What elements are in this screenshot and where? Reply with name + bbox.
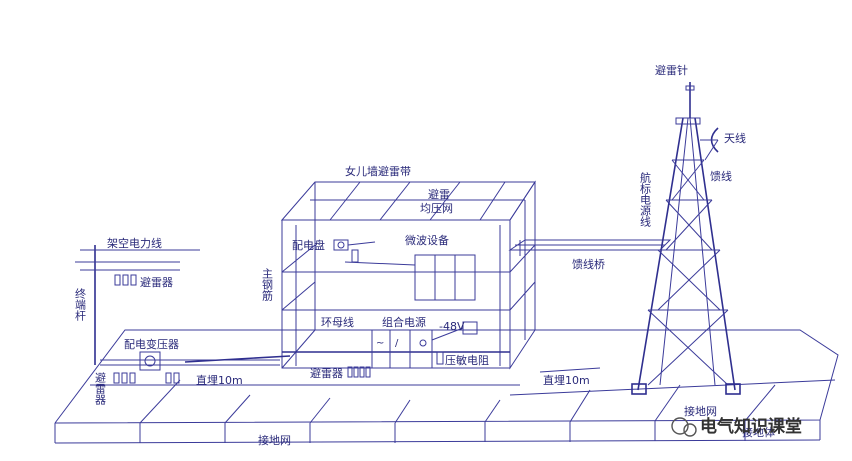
main-rebar-label: 主钢筋 (261, 268, 274, 302)
lightning-rod-label: 避雷针 (655, 63, 688, 77)
parapet-belt-label: 女儿墙避雷带 (345, 164, 411, 178)
distribution-board-label: 配电盘 (292, 238, 325, 252)
arrester-pole-label: 避雷器 (140, 275, 173, 289)
building (280, 180, 536, 370)
indoor-arrester-label: 避雷器 (310, 366, 343, 380)
feeder-label: 馈线 (710, 169, 732, 183)
svg-text:~: ~ (376, 338, 384, 349)
grounding-body-label: 接地体 (742, 425, 775, 439)
roof-net-label-1: 避雷 (428, 187, 450, 201)
ring-bus-label: 环母线 (321, 315, 354, 329)
wechat-logo-icon (671, 417, 697, 437)
communication-tower (631, 82, 741, 395)
ground-slab (54, 329, 839, 444)
buried-left-label: 直埋10m (196, 373, 243, 387)
svg-text:/: / (395, 338, 399, 349)
grounding-grid-bottom-label: 接地网 (258, 434, 291, 447)
watermark-text: 电气知识课堂 (700, 416, 802, 437)
antenna-label: 天线 (724, 131, 746, 145)
distribution-transformer-label: 配电变压器 (124, 337, 179, 351)
indoor-arrester-blocks (347, 366, 371, 378)
arrester-left-label: 避雷器 (94, 371, 107, 406)
feeder-bridge-label: 馈线桥 (572, 257, 605, 271)
buried-right-label: 直埋10m (543, 373, 590, 387)
roof-net-label-2: 均压网 (420, 202, 453, 215)
watermark: 电气知识课堂 (671, 416, 802, 437)
feeder-bridge-drawing (508, 239, 672, 260)
power-line-and-pole (75, 245, 601, 384)
overhead-power-line-label: 架空电力线 (107, 236, 162, 250)
terminal-pole-label: 终端杆 (74, 287, 87, 322)
microwave-equipment-label: 微波设备 (405, 233, 449, 247)
labels: 避雷针 天线 馈线 航标电源线 女儿墙避雷带 避雷 均压网 配电盘 微波设备 主… (74, 63, 776, 447)
minus48v-label: -48V (439, 320, 465, 333)
nav-light-line-label: 航标电源线 (639, 171, 652, 227)
combined-power-label: 组合电源 (382, 315, 426, 329)
equipment: ~ / (333, 239, 478, 378)
varistor-label: 压敏电阻 (445, 353, 489, 367)
grounding-grid-tower-label: 接地网 (684, 405, 717, 418)
